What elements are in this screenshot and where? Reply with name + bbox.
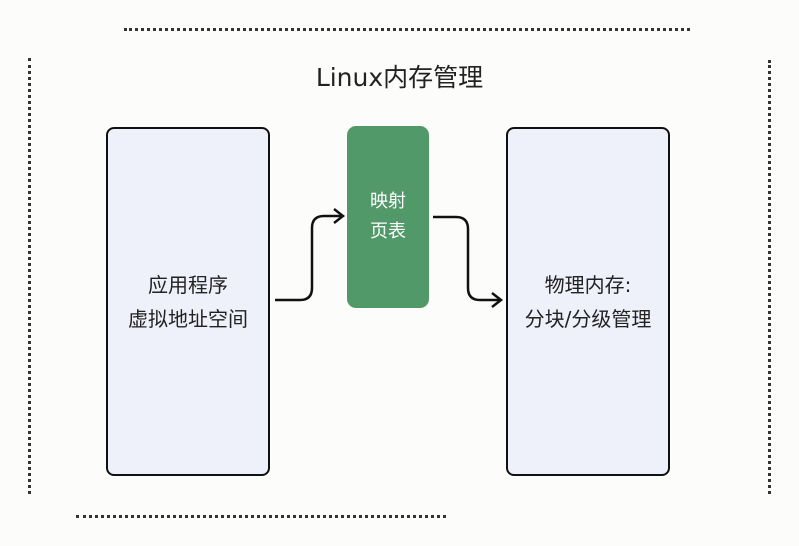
physical-memory-node: 物理内存: 分块/分级管理: [506, 127, 670, 476]
frame-right-border: [768, 60, 771, 494]
virtual-node-line2: 虚拟地址空间: [128, 306, 248, 331]
diagram-title: Linux内存管理: [315, 63, 484, 92]
page-table-line1: 映射: [370, 191, 406, 212]
virtual-address-space-node: 应用程序 虚拟地址空间: [106, 127, 270, 476]
edge-virtual-to-page-table: [275, 214, 342, 302]
arrowhead-to-physical: [491, 292, 504, 308]
frame-top-border: [124, 28, 690, 31]
frame-bottom-border: [76, 515, 446, 518]
physical-node-line2: 分块/分级管理: [524, 306, 652, 331]
page-table-node: 映射 页表: [347, 126, 429, 308]
edge-page-table-to-physical: [433, 215, 500, 302]
physical-node-line1: 物理内存:: [544, 272, 632, 297]
virtual-node-line1: 应用程序: [148, 272, 228, 297]
arrowhead-to-page-table: [333, 208, 346, 224]
frame-left-border: [28, 58, 31, 494]
page-table-line2: 页表: [370, 221, 406, 242]
